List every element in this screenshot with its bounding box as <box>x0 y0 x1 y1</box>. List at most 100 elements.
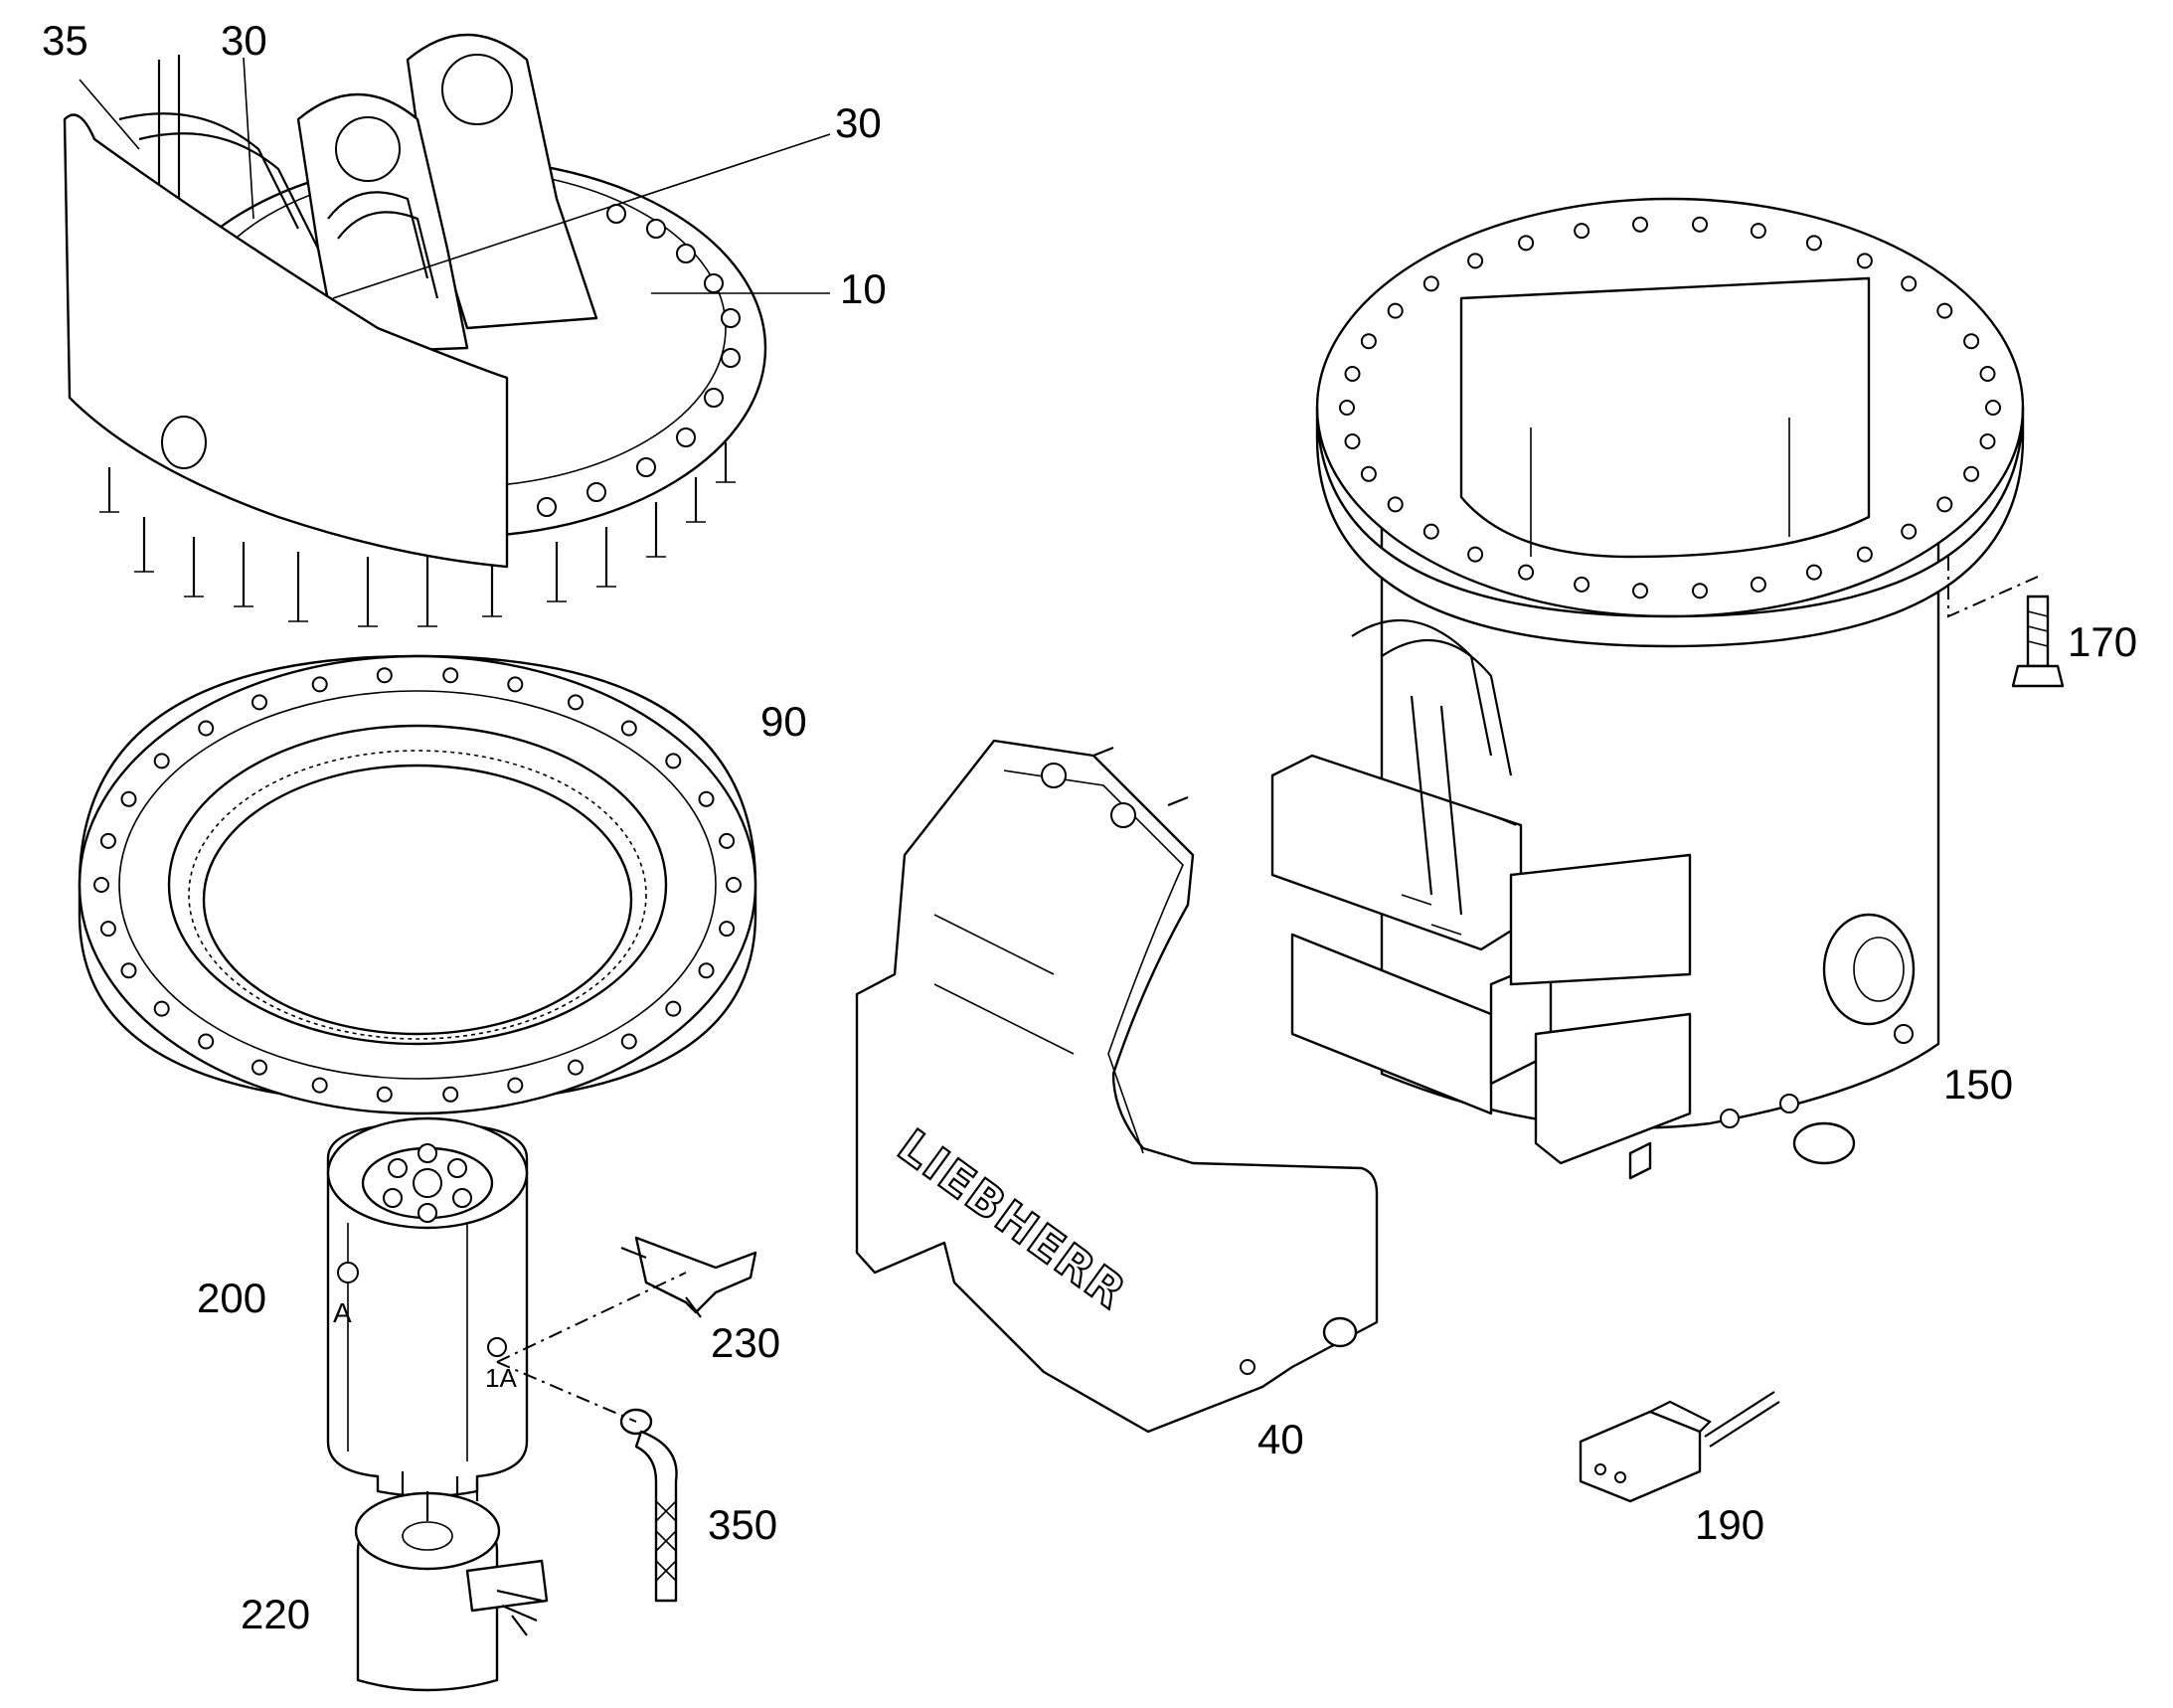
bolt-hole <box>442 1086 459 1103</box>
bolt-hole <box>698 962 715 979</box>
bolt-hole <box>507 1077 524 1094</box>
bolt-hole <box>1632 583 1648 599</box>
assembly-line-230 <box>496 1272 687 1363</box>
bolt-hole <box>1750 576 1766 593</box>
bolt-hole <box>153 753 170 769</box>
callout-150: 150 <box>1943 1061 2013 1108</box>
bolt-hole <box>1574 223 1590 240</box>
bolt-hole <box>99 921 116 938</box>
bolt-hole <box>198 1033 215 1050</box>
bolt-hole <box>1339 400 1355 416</box>
bolt-hole <box>120 962 137 979</box>
callout-30-right: 30 <box>835 99 882 146</box>
bolt-hole <box>120 790 137 807</box>
column-flange-holes <box>1339 216 2001 599</box>
leader-30b <box>332 133 831 299</box>
bolt-hole <box>93 877 109 893</box>
callout-90: 90 <box>760 698 807 745</box>
part-230-bracket <box>620 1236 757 1318</box>
bolt-hole <box>1856 253 1873 269</box>
assembly-line-350 <box>496 1361 637 1423</box>
bolt-hole <box>665 1000 682 1017</box>
leader-35 <box>79 79 140 150</box>
bolt-hole <box>1422 275 1439 292</box>
bolt-hole <box>1805 235 1822 252</box>
bolt-hole <box>311 676 328 693</box>
part-10-gearbox-assembly <box>63 33 831 627</box>
bolt-hole <box>1979 366 1996 382</box>
bolt-hole <box>1360 465 1377 482</box>
leader-30a <box>243 57 254 220</box>
bolt-hole <box>1963 333 1980 350</box>
bolt-hole <box>719 832 736 849</box>
bolt-hole <box>620 1033 637 1050</box>
callout-200: 200 <box>197 1275 266 1321</box>
ring-bolt-holes <box>93 667 742 1103</box>
bolt-hole <box>311 1077 328 1094</box>
callout-30-left: 30 <box>221 17 267 64</box>
bolt-hole <box>1344 366 1361 382</box>
bolt-hole <box>1360 333 1377 350</box>
bolt-hole <box>1692 216 1708 233</box>
bolt-hole <box>726 877 742 893</box>
bolt-hole <box>251 1059 267 1076</box>
bolt-hole <box>568 1059 584 1076</box>
part-350-hose <box>619 1408 678 1603</box>
bolt-hole <box>1632 216 1648 233</box>
bolt-hole <box>1574 576 1590 593</box>
part-220-pressure-switch <box>354 1471 549 1692</box>
bolt-hole <box>568 694 584 711</box>
bolt-hole <box>719 921 736 938</box>
bolt-hole <box>1518 564 1535 581</box>
part-190-connector <box>1579 1391 1780 1503</box>
bolt-hole <box>1422 523 1439 540</box>
callout-190: 190 <box>1695 1501 1764 1548</box>
bolt-hole <box>507 676 524 693</box>
bolt-hole <box>1344 433 1361 449</box>
bolt-hole <box>665 753 682 769</box>
bolt-hole <box>1979 433 1996 449</box>
bolt-hole <box>153 1000 170 1017</box>
callout-230: 230 <box>711 1319 780 1366</box>
bolt-hole <box>376 667 393 684</box>
mounting-bolts <box>99 442 736 627</box>
bolt-hole <box>1936 496 1953 513</box>
bolt-hole <box>1985 400 2001 416</box>
filter-port-1a-mark: 1A <box>485 1363 517 1393</box>
bolt-hole <box>1387 496 1404 513</box>
bolt-hole <box>698 790 715 807</box>
filter-port-a-mark: A <box>333 1297 352 1328</box>
part-170-bolt <box>2011 595 2065 688</box>
bolt-hole <box>99 832 116 849</box>
callout-35: 35 <box>42 17 88 64</box>
hose-35 <box>157 55 181 204</box>
part-150-column <box>1270 197 2039 1180</box>
bolt-hole <box>1805 564 1822 581</box>
bolt-hole <box>1750 223 1766 240</box>
bolt-hole <box>1901 275 1918 292</box>
bolt-hole <box>1901 523 1918 540</box>
callout-170: 170 <box>2068 618 2137 665</box>
assembly-line-170 <box>1947 557 2039 618</box>
callout-40: 40 <box>1257 1416 1304 1462</box>
bolt-hole <box>1856 546 1873 563</box>
part-200-filter: A 1A <box>326 1116 529 1498</box>
bolt-hole <box>1936 302 1953 319</box>
bolt-hole <box>1467 253 1484 269</box>
bolt-hole <box>1963 465 1980 482</box>
bolt-hole <box>198 720 215 737</box>
flange-bolt-holes <box>537 204 741 517</box>
callout-220: 220 <box>241 1591 310 1637</box>
callout-labels: 35 30 30 10 90 170 150 200 230 350 220 4… <box>42 17 2137 1637</box>
bolt-hole <box>442 667 459 684</box>
bolt-hole <box>1467 546 1484 563</box>
callout-350: 350 <box>708 1501 777 1548</box>
bolt-hole <box>376 1086 393 1103</box>
bolt-hole <box>251 694 267 711</box>
bolt-hole <box>1518 235 1535 252</box>
callout-10: 10 <box>840 265 887 312</box>
bolt-hole <box>1387 302 1404 319</box>
bolt-hole <box>620 720 637 737</box>
bolt-hole <box>1692 583 1708 599</box>
